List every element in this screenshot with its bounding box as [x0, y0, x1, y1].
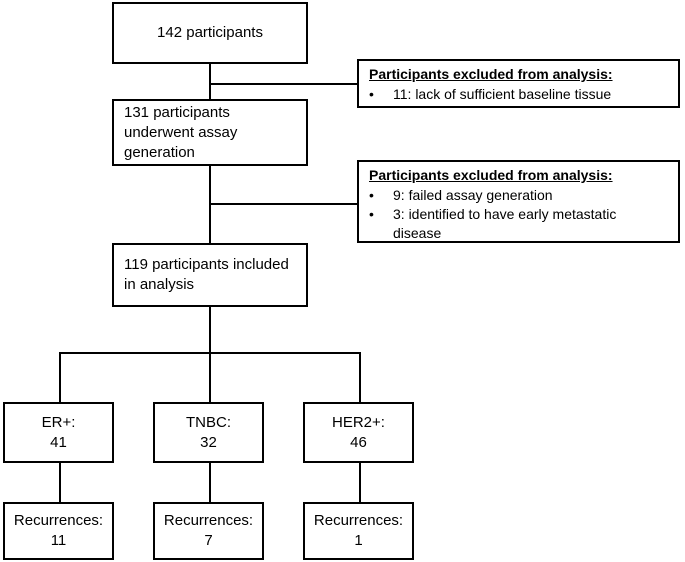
- connector-split-to-er: [59, 352, 61, 404]
- connector-her2-to-recurrences: [359, 461, 361, 504]
- group-box-er: ER+: 41: [3, 402, 114, 463]
- assay-box-line-3: generation: [124, 143, 195, 161]
- recurrence-count-her2: 1: [354, 532, 363, 549]
- exclusion-box-2-item: • 3: identified to have early metastatic…: [369, 205, 670, 243]
- included-box: 119 participants included in analysis: [112, 243, 308, 307]
- connector-split-to-her2: [359, 352, 361, 404]
- exclusion-box-1-list: • 11: lack of sufficient baseline tissue: [369, 85, 670, 104]
- exclusion-box-1-item: • 11: lack of sufficient baseline tissue: [369, 85, 670, 104]
- bullet-icon: •: [369, 206, 374, 222]
- group-label-tnbc: TNBC:: [186, 413, 231, 431]
- exclusion-box-1: Participants excluded from analysis: • 1…: [357, 59, 680, 108]
- recurrence-count-tnbc: 7: [204, 532, 213, 549]
- exclusion-box-2-item-text: 9: failed assay generation: [393, 187, 553, 203]
- connector-branch-exclusion1: [209, 83, 359, 85]
- exclusion-box-2-item-text: 3: identified to have early metastatic d…: [393, 206, 617, 241]
- group-box-tnbc: TNBC: 32: [153, 402, 264, 463]
- assay-box-line-2: underwent assay: [124, 123, 238, 141]
- recurrence-box-her2: Recurrences: 1: [303, 502, 414, 560]
- assay-box-line-1: 131 participants: [124, 103, 230, 121]
- recurrence-label-her2: Recurrences:: [313, 512, 404, 529]
- group-count-tnbc: 32: [200, 433, 217, 451]
- connector-start-to-assay: [209, 62, 211, 101]
- bullet-icon: •: [369, 86, 374, 102]
- start-box-text: 142 participants: [157, 24, 263, 41]
- group-label-er: ER+:: [41, 413, 76, 431]
- recurrence-count-er: 11: [50, 532, 67, 549]
- connector-tnbc-to-recurrences: [209, 461, 211, 504]
- recurrence-label-er: Recurrences:: [13, 512, 104, 529]
- exclusion-box-2-item: • 9: failed assay generation: [369, 186, 670, 205]
- group-count-her2: 46: [350, 433, 367, 451]
- exclusion-box-2-list: • 9: failed assay generation • 3: identi…: [369, 186, 670, 243]
- bullet-icon: •: [369, 187, 374, 203]
- assay-box: 131 participants underwent assay generat…: [112, 99, 308, 166]
- exclusion-box-2: Participants excluded from analysis: • 9…: [357, 160, 680, 243]
- group-box-her2: HER2+: 46: [303, 402, 414, 463]
- connector-er-to-recurrences: [59, 461, 61, 504]
- exclusion-box-1-item-text: 11: lack of sufficient baseline tissue: [393, 86, 612, 102]
- connector-included-to-split: [209, 305, 211, 354]
- included-box-line-1: 119 participants included: [124, 256, 289, 273]
- exclusion-box-2-title: Participants excluded from analysis:: [369, 167, 613, 183]
- exclusion-box-1-title: Participants excluded from analysis:: [369, 66, 613, 82]
- recurrence-label-tnbc: Recurrences:: [163, 512, 254, 529]
- connector-branch-exclusion2: [209, 203, 359, 205]
- start-box: 142 participants: [112, 2, 308, 64]
- group-label-her2: HER2+:: [332, 413, 385, 431]
- connector-split-to-tnbc: [209, 352, 211, 404]
- included-box-line-2: in analysis: [124, 276, 195, 293]
- recurrence-box-er: Recurrences: 11: [3, 502, 114, 560]
- recurrence-box-tnbc: Recurrences: 7: [153, 502, 264, 560]
- group-count-er: 41: [50, 433, 67, 451]
